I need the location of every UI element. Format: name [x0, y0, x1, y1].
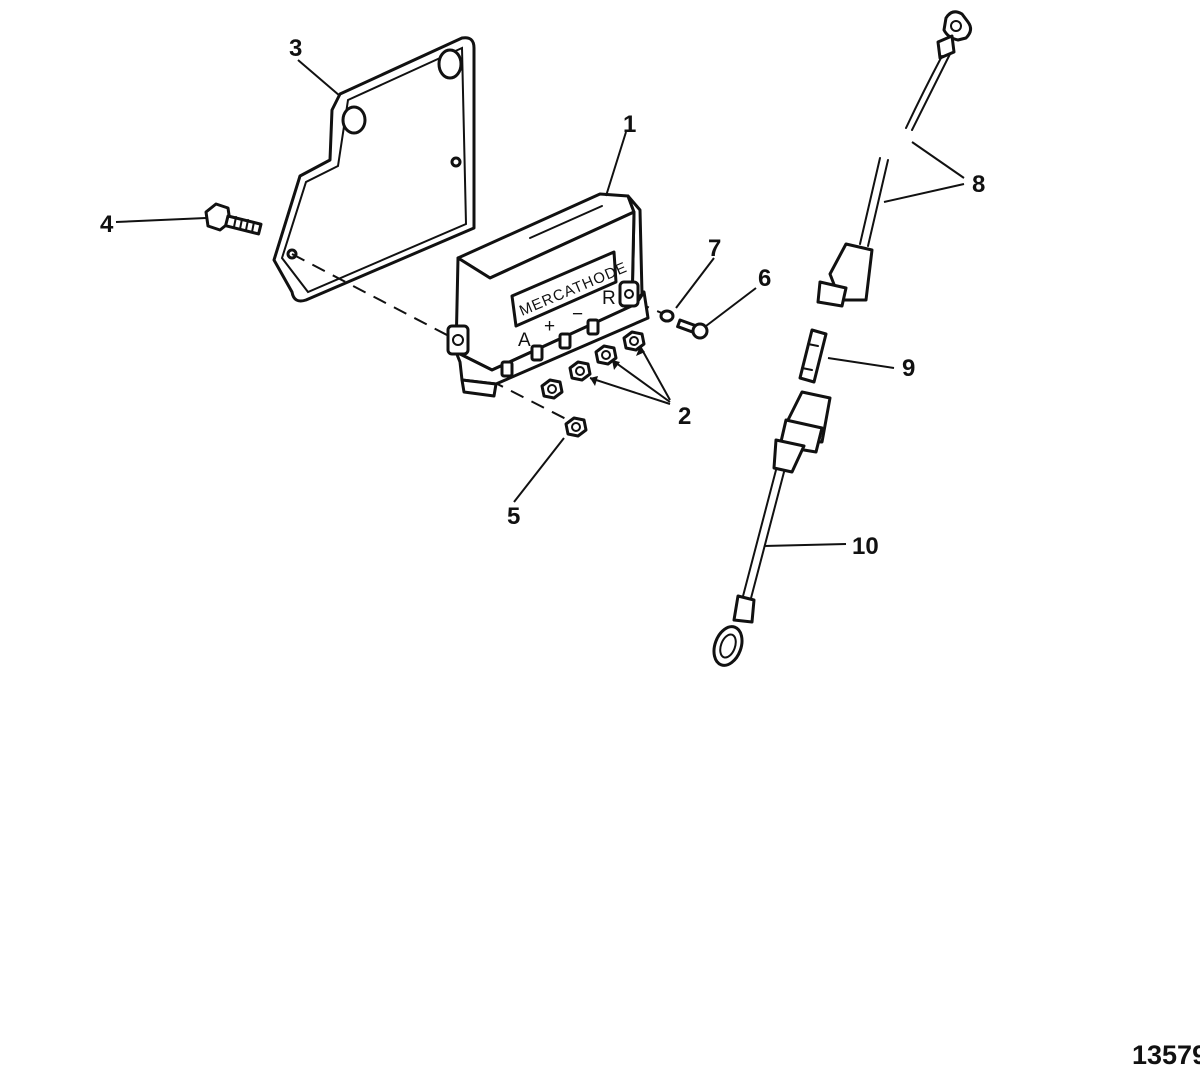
hex-nuts-2 [540, 330, 646, 400]
callout-5: 5 [507, 503, 520, 530]
callout-1: 1 [623, 111, 636, 138]
callout-6: 6 [758, 265, 771, 292]
terminal-label-r: R [602, 288, 616, 309]
mounting-bracket [272, 36, 476, 303]
callout-7: 7 [708, 235, 721, 262]
hex-nut-5 [564, 416, 588, 438]
terminal-label-plus: + [544, 316, 555, 337]
leader-lines [115, 59, 965, 547]
fuse-holder-lead-10 [712, 390, 832, 667]
terminal-label-minus: − [572, 304, 583, 325]
screw-6 [676, 318, 709, 340]
screw-4 [204, 202, 263, 236]
washer-7 [659, 309, 675, 323]
callout-10: 10 [852, 533, 879, 560]
mercathode-controller: MERCATHODE A + − R [446, 192, 650, 398]
terminal-studs [500, 318, 600, 378]
callout-9: 9 [902, 355, 915, 382]
callout-8: 8 [972, 171, 985, 198]
callout-4: 4 [100, 211, 114, 238]
figure-number: 13579 [1132, 1040, 1200, 1070]
callout-2: 2 [678, 403, 691, 430]
terminal-label-a: A [518, 330, 531, 351]
callout-3: 3 [289, 35, 302, 62]
fuse-9 [798, 328, 828, 384]
fuse-holder-lead-8 [816, 10, 973, 308]
callouts: 1 2 3 4 5 6 7 8 9 10 [100, 35, 985, 560]
